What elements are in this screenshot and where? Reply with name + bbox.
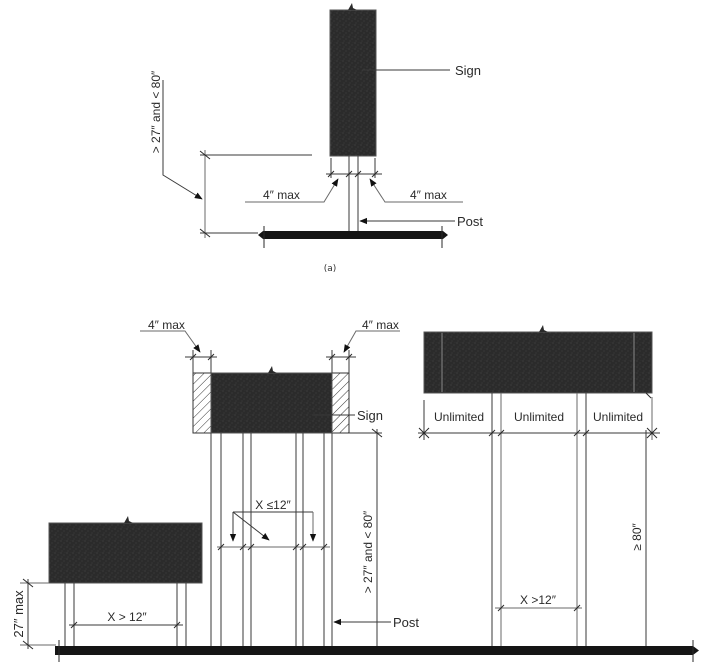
middle-right-clearance-label: 4″ max (362, 318, 399, 332)
low-sign (48, 522, 203, 584)
low-sign-group: 27″ max X > 12″ (11, 516, 203, 650)
low-sign-posts (64, 583, 187, 646)
break-mark-icon (268, 366, 277, 373)
ground-b (55, 640, 699, 662)
left-protrusion-zone (192, 372, 212, 434)
break-mark-icon (539, 325, 548, 332)
middle-spacing-label: X ≤12″ (255, 498, 291, 512)
middle-spacing-leaders (229, 511, 317, 542)
figure-a: Sign 4″ max 4″ max Post (149, 3, 483, 274)
low-sign-spacing-label: X > 12″ (107, 610, 147, 624)
middle-height-label: > 27″ and < 80″ (361, 510, 375, 593)
middle-sign-posts (210, 433, 333, 646)
sign-a (329, 3, 377, 157)
middle-sign (210, 372, 333, 434)
break-mark-icon (124, 516, 133, 523)
break-mark-icon (348, 3, 357, 10)
high-sign-spacing-dimension (495, 604, 582, 612)
middle-spacing-dimension (217, 543, 330, 551)
high-sign-spacing-label: X >12″ (520, 593, 557, 607)
overhang-left-label: Unlimited (434, 410, 484, 424)
middle-left-clearance-leader (140, 330, 201, 353)
left-clearance-leader (245, 178, 339, 203)
right-clearance-label: 4″ max (410, 188, 447, 202)
middle-sign-group: 4″ max 4″ max Sign (140, 318, 419, 646)
middle-height-dimension (349, 428, 383, 646)
post-label: Post (457, 214, 483, 229)
high-sign-height-label: ≥ 80″ (630, 522, 644, 550)
right-protrusion-zone (331, 372, 350, 434)
low-sign-height-dimension (20, 578, 56, 650)
ground-a (258, 226, 448, 248)
low-sign-spacing-dimension (69, 621, 183, 629)
high-sign-overhang-dimension (418, 392, 660, 440)
post-a (348, 156, 359, 233)
left-clearance-label: 4″ max (263, 188, 300, 202)
middle-post-label: Post (393, 615, 419, 630)
height-range-label: > 27″ and < 80″ (149, 70, 163, 153)
height-range-leader (162, 80, 203, 200)
middle-right-clearance-leader (343, 330, 400, 353)
high-sign-posts (491, 393, 587, 646)
clearance-dimension-a (326, 158, 382, 178)
height-dimension-a (199, 150, 312, 238)
middle-left-clearance-label: 4″ max (148, 318, 185, 332)
high-sign (423, 331, 653, 394)
low-sign-height-label: 27″ max (11, 590, 26, 638)
middle-sign-label: Sign (357, 408, 383, 423)
right-clearance-leader (369, 178, 463, 203)
between-posts-label: Unlimited (514, 410, 564, 424)
figure-a-caption: (a) (324, 264, 337, 274)
middle-left-clearance-dimension (185, 350, 217, 373)
middle-right-clearance-dimension (326, 350, 356, 373)
sign-label: Sign (455, 63, 481, 78)
overhang-right-label: Unlimited (593, 410, 643, 424)
high-sign-group: Unlimited Unlimited Unlimited ≥ 80″ X >1… (418, 325, 660, 646)
